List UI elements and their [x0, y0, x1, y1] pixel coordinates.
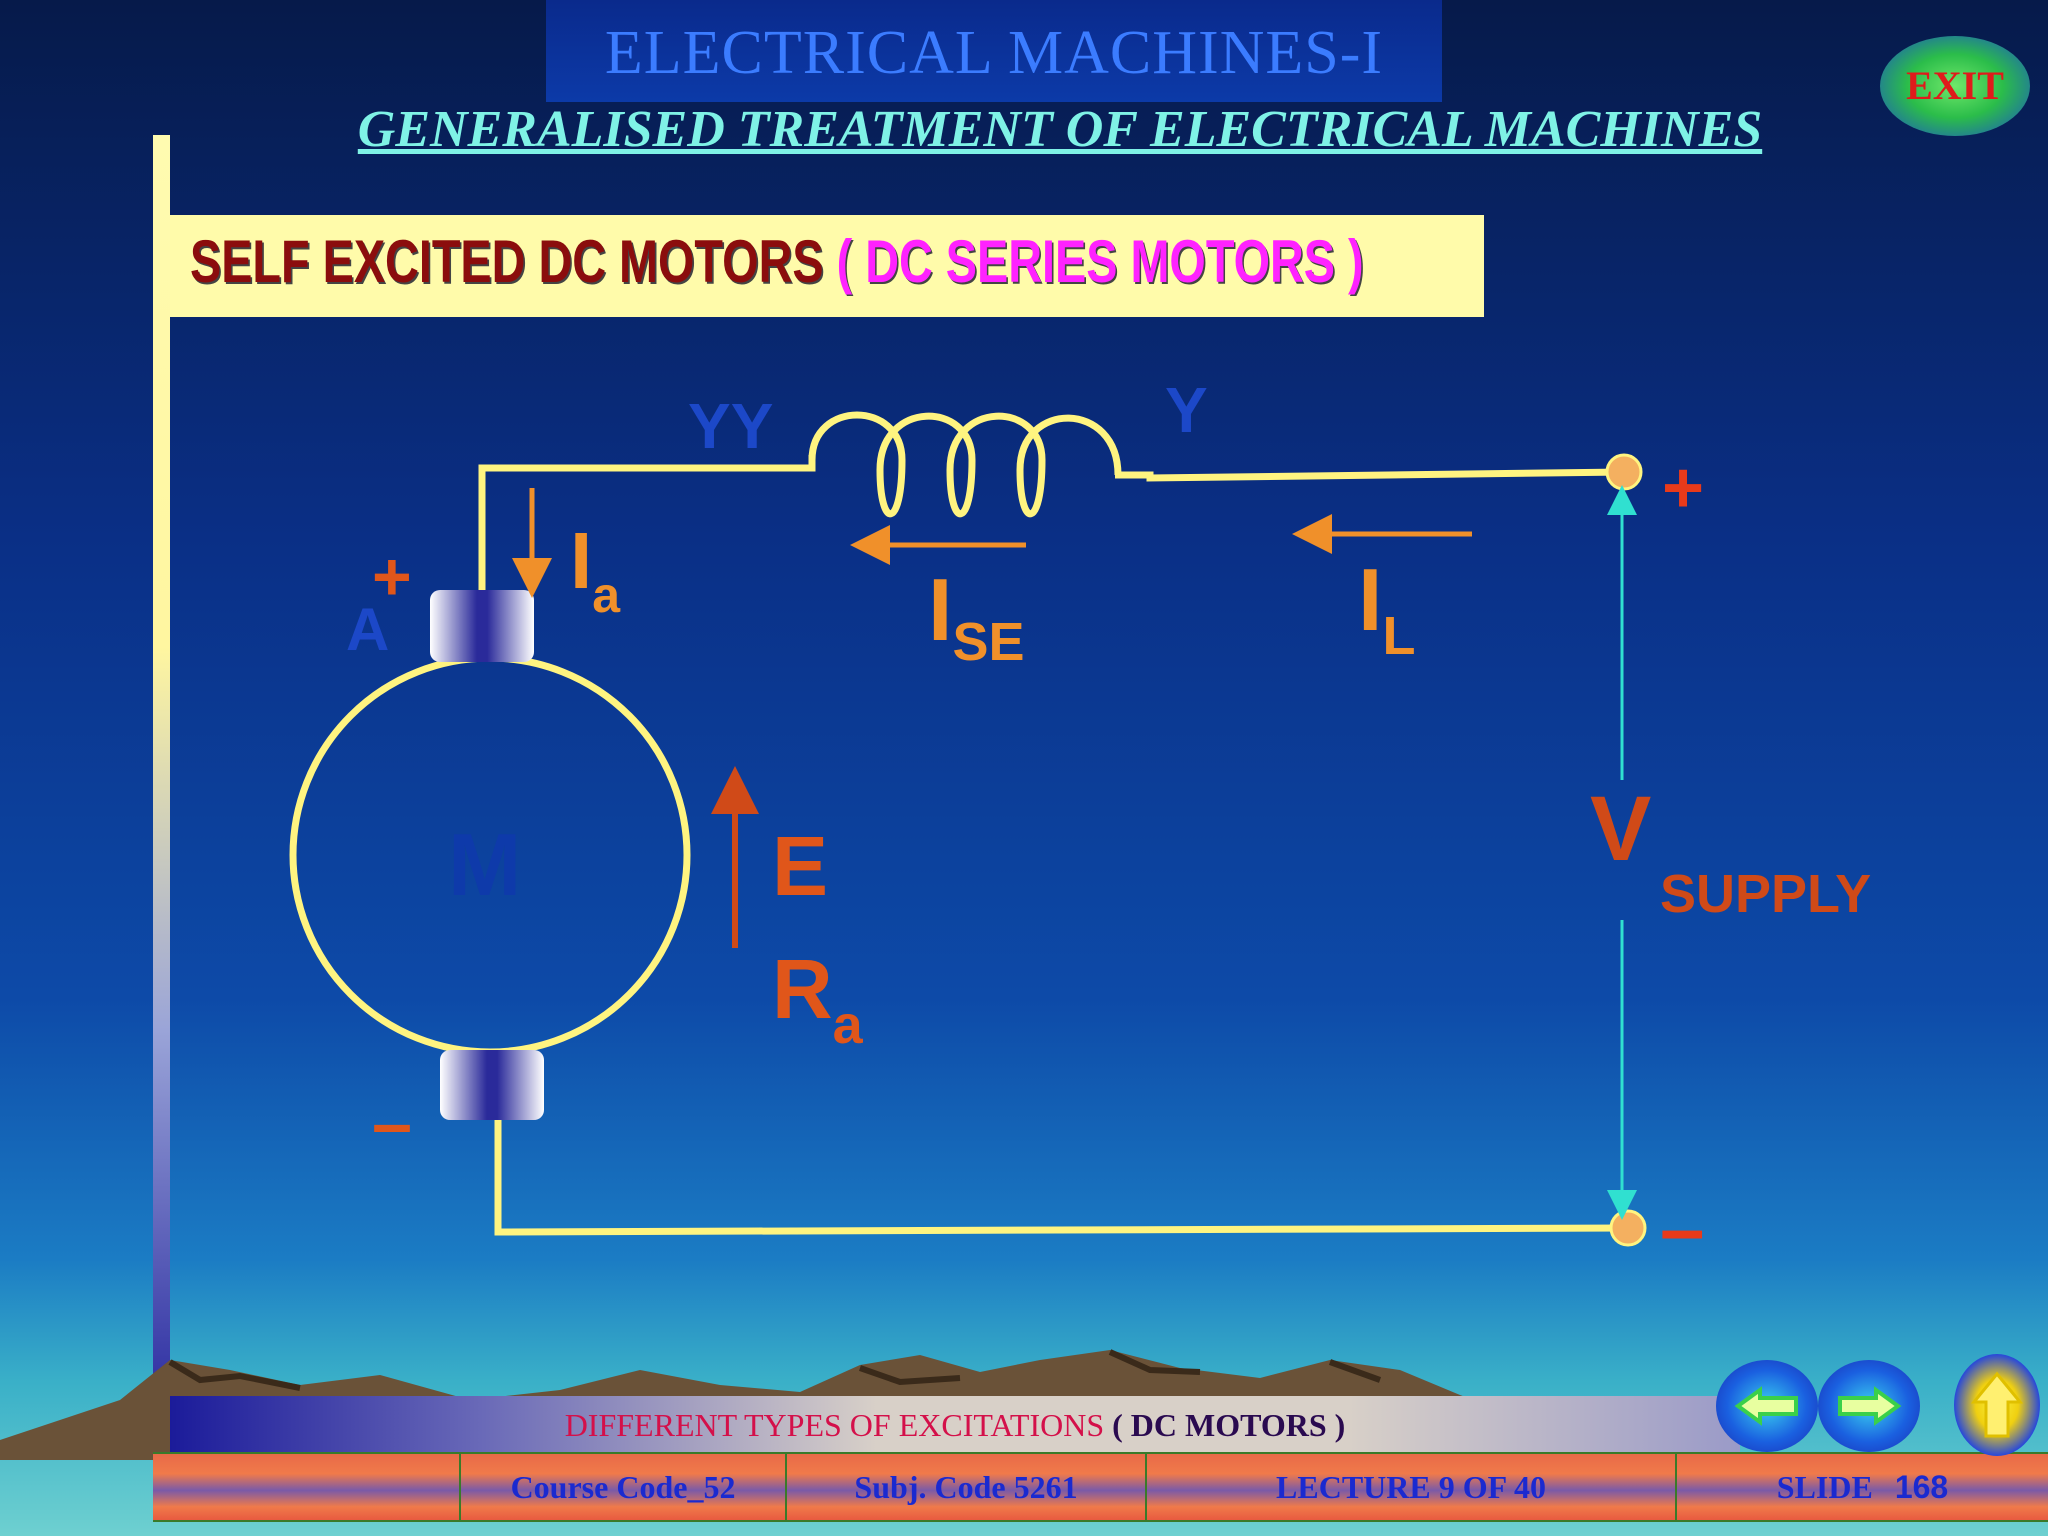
supply-minus-terminal	[1609, 1209, 1647, 1247]
heading-paren-close: )	[1335, 228, 1364, 295]
heading-paren-open: (	[823, 228, 866, 295]
slide-subtitle: GENERALISED TREATMENT OF ELECTRICAL MACH…	[357, 101, 1763, 158]
wire-top-left	[478, 455, 816, 592]
terminal-a-label: A	[346, 596, 389, 663]
lecture-number: LECTURE 9 OF 40	[1147, 1454, 1677, 1520]
supply-minus-sign: –	[1660, 1184, 1705, 1273]
top-brush	[430, 590, 534, 662]
v-supply-sub: SUPPLY	[1660, 864, 1871, 924]
motor-label: M	[448, 815, 521, 914]
section-heading: SELF EXCITED DC MOTORS ( DC SERIES MOTOR…	[170, 215, 1484, 317]
right-arrow-icon	[1838, 1386, 1902, 1426]
wire-bottom	[494, 1118, 1629, 1236]
ise-label: ISE	[928, 560, 1025, 672]
slide-label: SLIDE	[1776, 1469, 1873, 1505]
ia-main: I	[570, 516, 592, 605]
left-decor-bar	[153, 135, 170, 1415]
ise-sub: SE	[952, 612, 1024, 672]
il-label: IL	[1358, 550, 1415, 666]
emf-label: E	[772, 819, 828, 913]
left-arrow-icon	[1734, 1386, 1798, 1426]
footer-band	[170, 1396, 1740, 1452]
wire-top-right	[1115, 468, 1626, 482]
ra-main: R	[772, 942, 833, 1036]
back-button[interactable]	[1716, 1360, 1818, 1452]
supply-plus-sign: +	[1662, 448, 1704, 528]
ia-sub: a	[592, 567, 621, 623]
ra-label: Ra	[772, 942, 864, 1055]
footer-paren-open: (	[1104, 1407, 1131, 1443]
bottom-info-bar: Course Code_52 Subj. Code 5261 LECTURE 9…	[153, 1452, 2048, 1522]
slide-counter: SLIDE 168	[1677, 1454, 2048, 1520]
ise-main: I	[928, 560, 952, 659]
terminal-y-label: Y	[1165, 374, 1208, 446]
ra-sub: a	[833, 995, 864, 1055]
forward-button[interactable]	[1818, 1360, 1920, 1452]
v-supply-main: V	[1590, 778, 1651, 880]
footer-topic: DIFFERENT TYPES OF EXCITATIONS ( DC MOTO…	[170, 1400, 1740, 1450]
terminal-yy-label: YY	[688, 390, 773, 462]
course-code: Course Code_52	[461, 1454, 787, 1520]
course-title: ELECTRICAL MACHINES-I	[546, 0, 1442, 102]
home-button[interactable]	[1954, 1354, 2040, 1456]
bottom-brush	[440, 1050, 544, 1120]
il-sub: L	[1382, 606, 1415, 666]
footer-paren-close: )	[1326, 1407, 1346, 1443]
exit-button[interactable]: EXIT	[1880, 36, 2030, 136]
il-main: I	[1358, 550, 1382, 649]
subject-code: Subj. Code 5261	[787, 1454, 1147, 1520]
footer-topic-text: DIFFERENT TYPES OF EXCITATIONS	[564, 1407, 1105, 1443]
heading-sub: DC SERIES MOTORS	[865, 228, 1336, 295]
ia-label: Ia	[570, 516, 621, 623]
heading-main: SELF EXCITED DC MOTORS	[190, 228, 824, 295]
series-field-coil	[808, 411, 1122, 518]
slide-number: 168	[1894, 1469, 1949, 1505]
up-arrow-icon	[1970, 1371, 2024, 1438]
armature-minus-sign: –	[372, 1084, 412, 1164]
bottom-bar-blank-cell	[153, 1454, 461, 1520]
supply-plus-terminal	[1605, 453, 1643, 491]
armature-plus-sign: +	[372, 539, 412, 615]
footer-topic-dc: DC MOTORS	[1130, 1407, 1327, 1443]
